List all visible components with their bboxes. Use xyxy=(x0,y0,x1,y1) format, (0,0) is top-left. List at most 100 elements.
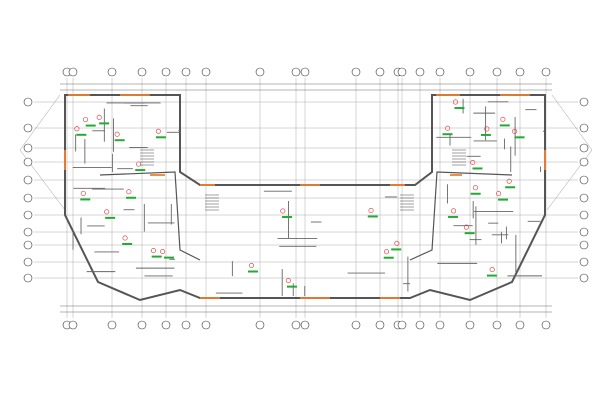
axis-bubble-left xyxy=(23,193,33,203)
axis-bubble-top xyxy=(255,67,265,77)
room-area-label xyxy=(442,133,453,136)
axis-bubble-top xyxy=(515,67,525,77)
room-area-label xyxy=(122,242,133,245)
axis-bubble-top xyxy=(161,67,171,77)
axis-bubble-bottom xyxy=(107,320,117,330)
room-number-marker xyxy=(122,235,128,241)
axis-bubble-bottom xyxy=(161,320,171,330)
room-number-marker xyxy=(506,178,512,184)
room-details xyxy=(64,94,546,299)
room-number-marker xyxy=(249,263,255,269)
axis-bubble-top xyxy=(541,67,551,77)
room-area-label xyxy=(99,122,110,125)
axis-bubble-right xyxy=(579,240,589,250)
room-number-marker xyxy=(451,208,457,214)
axis-bubble-bottom xyxy=(515,320,525,330)
room-area-label xyxy=(499,124,510,127)
axis-bubble-right xyxy=(579,193,589,203)
inner-wall xyxy=(99,171,513,261)
room-area-label xyxy=(286,285,297,288)
room-area-label xyxy=(155,136,166,139)
axis-bubble-top xyxy=(181,67,191,77)
axis-bubble-bottom xyxy=(255,320,265,330)
axis-bubble-top xyxy=(107,67,117,77)
axis-bubble-right xyxy=(579,143,589,153)
room-number-marker xyxy=(394,240,400,246)
axis-bubble-right xyxy=(579,257,589,267)
axis-bubble-left xyxy=(23,273,33,283)
room-area-label xyxy=(383,256,394,259)
axis-bubble-right xyxy=(579,157,589,167)
axis-bubble-top xyxy=(300,67,310,77)
room-area-label xyxy=(76,133,87,136)
axis-bubble-right xyxy=(579,227,589,237)
room-area-label xyxy=(448,215,459,218)
axis-bubble-left xyxy=(23,175,33,185)
axis-bubble-top xyxy=(415,67,425,77)
axis-bubble-right xyxy=(579,97,589,107)
axis-bubble-bottom xyxy=(465,320,475,330)
room-number-marker xyxy=(489,267,495,273)
grid-lines xyxy=(19,78,593,318)
axis-bubble-right xyxy=(579,210,589,220)
room-number-marker xyxy=(512,128,518,134)
room-number-marker xyxy=(114,131,120,137)
room-area-label xyxy=(391,248,402,251)
diagonal-guide xyxy=(19,94,61,151)
room-area-label xyxy=(85,124,96,127)
room-number-marker xyxy=(500,116,506,122)
axis-bubble-top xyxy=(375,67,385,77)
axis-bubble-bottom xyxy=(435,320,445,330)
axis-bubble-top xyxy=(137,67,147,77)
room-area-label xyxy=(498,198,509,201)
room-area-label xyxy=(164,256,175,259)
room-number-marker xyxy=(150,248,156,254)
room-area-label xyxy=(151,255,162,258)
axis-bubble-bottom xyxy=(375,320,385,330)
room-area-label xyxy=(514,136,525,139)
axis-bubble-left xyxy=(23,240,33,250)
room-number-marker xyxy=(368,207,374,213)
axis-bubble-bottom xyxy=(415,320,425,330)
room-number-marker xyxy=(473,185,479,191)
room-area-label xyxy=(480,133,491,136)
axis-bubble-top xyxy=(435,67,445,77)
axis-bubble-left xyxy=(23,227,33,237)
axis-bubble-right xyxy=(579,175,589,185)
axis-bubble-bottom xyxy=(291,320,301,330)
axis-bubble-bottom xyxy=(137,320,147,330)
axis-bubble-top xyxy=(492,67,502,77)
axis-bubble-top xyxy=(465,67,475,77)
axis-bubble-bottom xyxy=(397,320,407,330)
room-area-label xyxy=(125,196,136,199)
axis-bubble-bottom xyxy=(201,320,211,330)
axis-bubble-bottom xyxy=(351,320,361,330)
axis-bubble-bottom xyxy=(68,320,78,330)
room-area-label xyxy=(135,169,146,172)
room-number-marker xyxy=(452,99,458,105)
room-number-marker xyxy=(104,209,110,215)
room-area-label xyxy=(470,192,481,195)
room-area-label xyxy=(472,167,483,170)
room-number-marker xyxy=(96,114,102,120)
axis-bubble-left xyxy=(23,157,33,167)
axis-bubble-left xyxy=(23,257,33,267)
room-number-marker xyxy=(496,191,502,197)
room-number-marker xyxy=(74,126,80,132)
axis-bubble-top xyxy=(291,67,301,77)
room-number-marker xyxy=(463,224,469,230)
room-number-marker xyxy=(83,117,89,123)
axis-bubble-left xyxy=(23,97,33,107)
room-number-marker xyxy=(280,208,286,214)
room-area-label xyxy=(367,215,378,218)
room-number-marker xyxy=(155,128,161,134)
room-number-marker xyxy=(384,249,390,255)
room-area-label xyxy=(105,216,116,219)
room-number-marker xyxy=(285,278,291,284)
room-area-label xyxy=(248,270,259,273)
axis-bubble-top xyxy=(68,67,78,77)
room-area-label xyxy=(505,186,516,189)
room-number-marker xyxy=(80,190,86,196)
axis-bubble-bottom xyxy=(181,320,191,330)
